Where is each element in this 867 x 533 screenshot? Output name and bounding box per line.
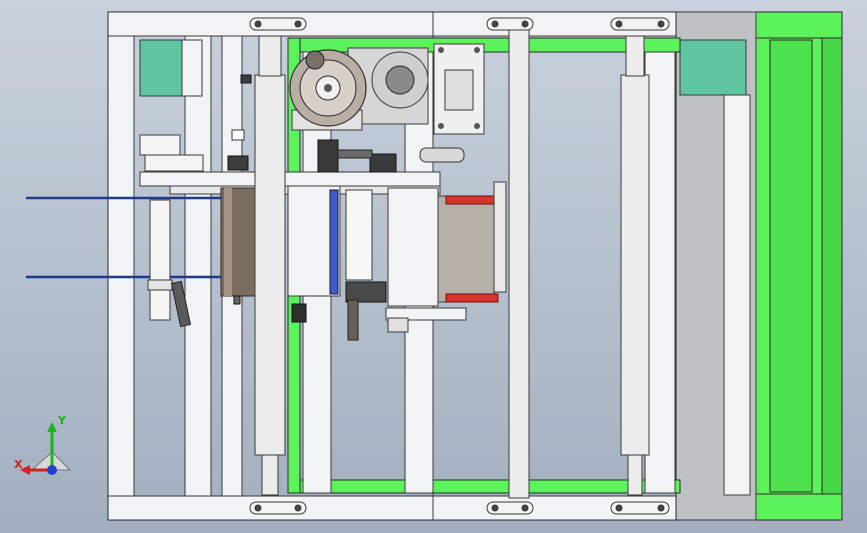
- right-roller[interactable]: [620, 35, 650, 496]
- sealing-unit[interactable]: [385, 181, 507, 333]
- right-green-frame[interactable]: [755, 11, 843, 521]
- pulley-set[interactable]: [317, 139, 465, 173]
- left-cylinder-assembly[interactable]: [139, 134, 204, 328]
- pneumatic-cylinder[interactable]: [220, 129, 256, 305]
- slotted-clamps[interactable]: [249, 17, 670, 515]
- middle-roller[interactable]: [508, 25, 530, 499]
- coordinate-triad[interactable]: Y X: [12, 412, 82, 482]
- handwheel-gearbox[interactable]: [289, 47, 429, 131]
- center-slide-mechanism[interactable]: [287, 185, 387, 341]
- axis-label-y: Y: [58, 414, 66, 427]
- blue-guide-rods: [26, 196, 222, 279]
- teal-block-right: [679, 39, 747, 96]
- axis-label-x: X: [14, 458, 23, 471]
- coordinate-triad-icon: [20, 422, 72, 475]
- bearing-block[interactable]: [433, 43, 485, 135]
- left-roller[interactable]: [240, 35, 286, 496]
- outer-frame[interactable]: [107, 11, 677, 521]
- teal-block-left: [139, 39, 183, 97]
- grey-side-panel: [675, 11, 757, 521]
